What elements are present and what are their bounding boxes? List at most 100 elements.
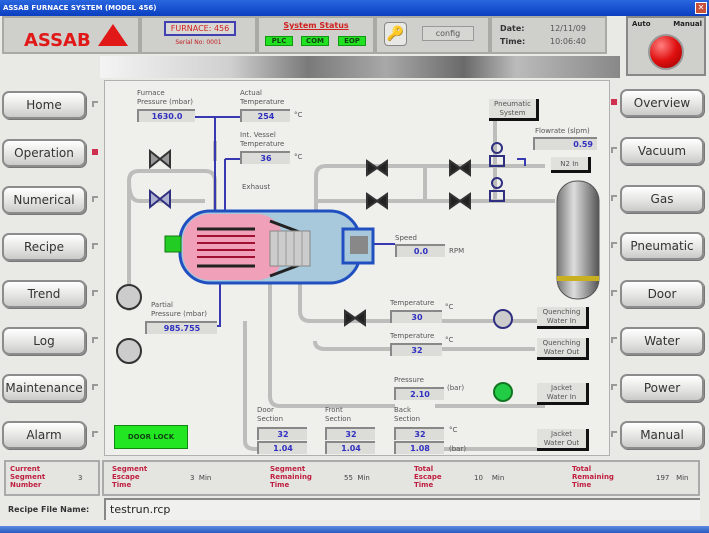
door-section-pressure: 1.04: [257, 441, 307, 454]
back-section-pressure: 1.08: [394, 441, 444, 454]
nav-water-indicator: [611, 337, 617, 343]
nav-log-button[interactable]: Log: [2, 327, 86, 355]
logo-icon: [98, 24, 128, 46]
jacket-pressure-value: 2.10: [394, 387, 444, 400]
key-button[interactable]: 🔑: [384, 22, 407, 46]
jacket-pressure-label: Pressure: [394, 376, 424, 384]
nav-trend-indicator: [92, 290, 98, 296]
actual-temperature-value: 254: [240, 109, 290, 122]
nav-numerical-indicator: [92, 196, 98, 202]
actual-temperature-unit: °C: [294, 111, 303, 119]
nav-maintenance-button[interactable]: Maintenance: [2, 374, 86, 402]
key-icon: 🔑: [386, 26, 405, 42]
mode-knob-icon[interactable]: [648, 34, 684, 70]
section-temperature-unit: °C: [449, 426, 458, 434]
front-section-pressure: 1.04: [325, 441, 375, 454]
flowrate-value: 0.59: [533, 137, 597, 150]
window-title-bar: ASSAB FURNACE SYSTEM (MODEL 456): [0, 0, 709, 16]
nav-home-button[interactable]: Home: [2, 91, 86, 119]
quench-out-temperature-value: 32: [390, 343, 442, 356]
speed-label: Speed: [395, 234, 417, 242]
nav-log-indicator: [92, 337, 98, 343]
logo-text: ASSAB: [24, 30, 91, 51]
system-status-title: System Status: [283, 21, 349, 30]
nav-operation-indicator: [92, 149, 98, 155]
pipes: [127, 121, 555, 451]
section-pressure-unit: (bar): [449, 445, 467, 453]
plc-indicator: PLC: [265, 36, 293, 46]
furnace-label: FURNACE: 456: [164, 21, 236, 36]
close-button[interactable]: ✕: [695, 2, 707, 14]
window-title: ASSAB FURNACE SYSTEM (MODEL 456): [3, 4, 157, 12]
nav-recipe-button[interactable]: Recipe: [2, 233, 86, 261]
date-value: 12/11/09: [550, 24, 586, 33]
datetime-panel: Date: 12/11/09 Time: 10:06:40: [490, 16, 607, 54]
nav-vacuum-button[interactable]: Vacuum: [620, 137, 704, 165]
recipe-row: Recipe File Name: testrun.rcp: [4, 496, 704, 524]
nav-operation-button[interactable]: Operation: [2, 139, 86, 167]
logo-panel: ASSAB: [2, 16, 140, 54]
recipe-file-field[interactable]: testrun.rcp: [104, 498, 700, 520]
auto-manual-switch[interactable]: Auto Manual: [626, 16, 706, 76]
date-label: Date:: [500, 24, 525, 33]
serial-number: Serial No: 0001: [175, 39, 222, 46]
n2-in-button[interactable]: N2 In: [551, 157, 591, 173]
nav-gas-button[interactable]: Gas: [620, 185, 704, 213]
furnace-pressure-value: 1630.0: [137, 109, 195, 122]
total-remaining-value: 197 Min: [656, 474, 689, 482]
nav-gas-indicator: [611, 195, 617, 201]
nav-alarm-button[interactable]: Alarm: [2, 421, 86, 449]
vessel-temperature-value: 36: [240, 151, 290, 164]
quench-out-temperature-unit: °C: [445, 336, 454, 344]
nav-overview-button[interactable]: Overview: [620, 89, 704, 117]
quench-in-temperature-label: Temperature: [390, 299, 435, 307]
config-button[interactable]: config: [422, 26, 474, 41]
nav-home-indicator: [92, 101, 98, 107]
manual-label: Manual: [673, 20, 702, 28]
auto-label: Auto: [632, 20, 651, 28]
nav-manual-button[interactable]: Manual: [620, 421, 704, 449]
speed-unit: RPM: [449, 247, 465, 255]
nav-trend-button[interactable]: Trend: [2, 280, 86, 308]
nav-vacuum-indicator: [611, 147, 617, 153]
nav-pneumatic-indicator: [611, 242, 617, 248]
valve-icons: [149, 142, 505, 327]
segment-remaining-value: 55 Min: [344, 474, 370, 482]
exhaust-label: Exhaust: [242, 183, 271, 191]
back-section-temperature: 32: [394, 427, 444, 440]
nav-manual-indicator: [611, 431, 617, 437]
gas-tank: [556, 180, 600, 300]
nav-pneumatic-button[interactable]: Pneumatic: [620, 232, 704, 260]
total-escape-value: 10 Min: [474, 474, 505, 482]
nav-water-button[interactable]: Water: [620, 327, 704, 355]
pump-icons: [116, 284, 513, 402]
flowrate-label: Flowrate (slpm): [535, 127, 590, 135]
nav-door-indicator: [611, 290, 617, 296]
process-diagram-graphics: [116, 116, 600, 451]
nav-numerical-button[interactable]: Numerical: [2, 186, 86, 214]
nav-maintenance-indicator: [92, 384, 98, 390]
time-value: 10:06:40: [550, 37, 586, 46]
door-section-temperature: 32: [257, 427, 307, 440]
segment-escape-value: 3 Min: [190, 474, 212, 482]
nav-door-button[interactable]: Door: [620, 280, 704, 308]
nav-power-button[interactable]: Power: [620, 374, 704, 402]
